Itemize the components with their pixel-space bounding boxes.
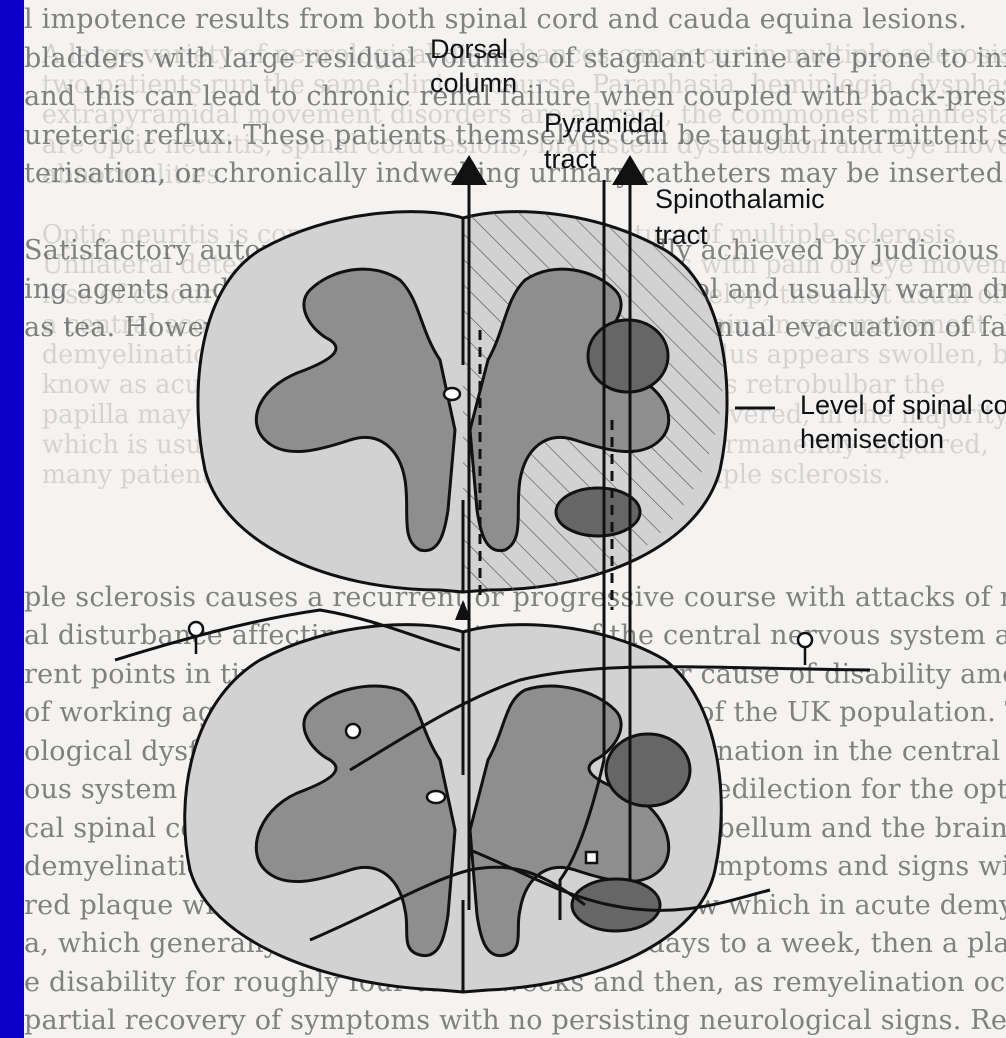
- upper-pyramidal-tract-area: [588, 320, 668, 392]
- pyramidal-tract-label-line1: Pyramidal: [544, 108, 664, 138]
- left-lower-ganglion: [346, 724, 360, 738]
- upper-spinothalamic-tract-area: [556, 488, 640, 536]
- hemisection-label-line1: Level of spinal cord: [800, 390, 1006, 420]
- pyramidal-tract-label-line2: tract: [544, 144, 597, 174]
- left-upper-ganglion: [189, 622, 203, 636]
- lower-pyramidal-tract-area: [606, 734, 690, 806]
- lower-cord-section: [185, 625, 722, 992]
- spinothalamic-tract-label-line1: Spinothalamic: [655, 184, 825, 214]
- dorsal-column-label-line1: Dorsal: [430, 34, 508, 64]
- upper-central-canal: [444, 388, 460, 400]
- synapse-box: [586, 852, 597, 863]
- lower-central-canal: [427, 791, 445, 803]
- hemisection-label-line2: hemisection: [800, 424, 944, 454]
- dorsal-column-label-line2: column: [430, 68, 517, 98]
- right-ganglion: [798, 633, 812, 647]
- spinothalamic-tract-label-line2: tract: [655, 220, 708, 250]
